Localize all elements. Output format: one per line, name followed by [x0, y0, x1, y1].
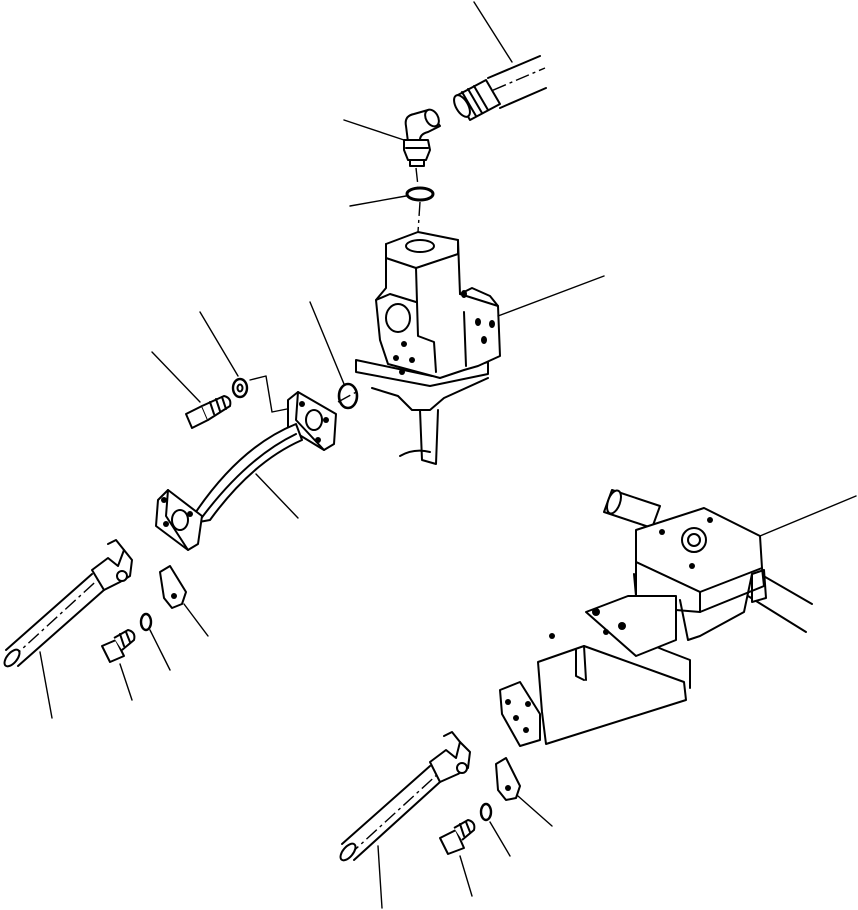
leader-hose-bottom — [377, 845, 383, 909]
leader-hose-left — [39, 651, 53, 719]
bracket-assembly — [499, 489, 813, 747]
leader-washer-flange — [199, 311, 239, 377]
valve-block — [355, 231, 501, 465]
hose-bottom — [339, 731, 471, 862]
leader-valve-block — [497, 275, 605, 317]
bolt-left — [101, 629, 136, 663]
clamp-left — [159, 565, 187, 609]
tube — [155, 391, 337, 551]
leader-elbow-fitting — [343, 119, 405, 141]
leader-washer-bottom — [489, 821, 511, 857]
hose-left — [3, 539, 133, 668]
leader-tube — [255, 473, 299, 519]
leader-o-ring-flange — [309, 301, 345, 385]
leader-clamp-bottom — [517, 795, 553, 827]
leader-washer-left — [149, 629, 171, 671]
leader-hose-top — [473, 1, 513, 63]
washer-left — [139, 612, 153, 632]
elbow-fitting — [403, 108, 441, 167]
leader-o-ring-upper — [349, 195, 407, 207]
leader-clamp-left — [183, 603, 209, 637]
leader-bolt-bottom — [459, 855, 473, 897]
bolt-bottom — [439, 819, 476, 855]
washer-bottom — [479, 802, 493, 822]
o-ring-upper — [405, 186, 435, 202]
hose-top — [453, 55, 547, 121]
clamp-bottom — [495, 757, 521, 801]
leader-bolt-left — [119, 663, 133, 701]
leader-bracket-assembly — [759, 495, 857, 537]
washer-flange — [231, 377, 249, 399]
bolt-flange — [185, 395, 232, 429]
leader-bolt-flange — [151, 351, 201, 403]
